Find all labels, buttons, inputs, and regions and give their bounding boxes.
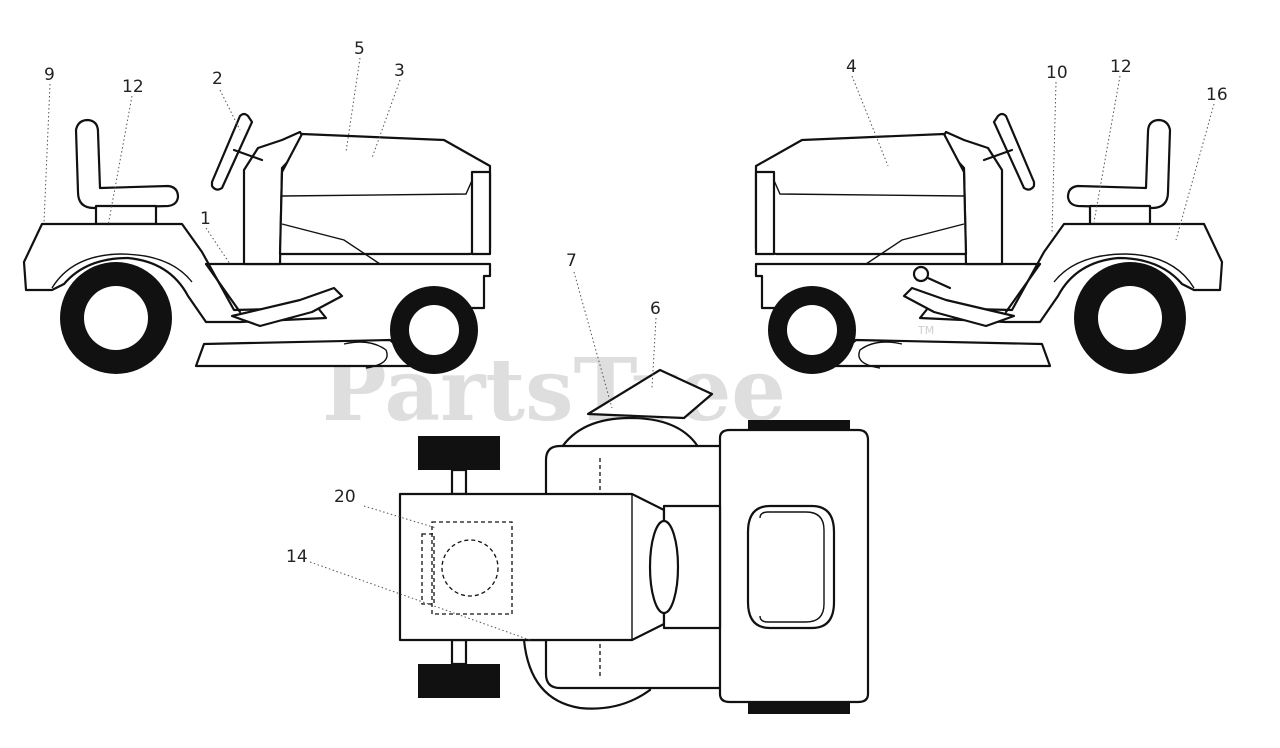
frame-rail <box>754 262 1042 310</box>
callouts: 9 12 2 5 3 1 4 10 12 16 7 6 20 14 <box>44 39 1228 567</box>
callout-14: 14 <box>286 547 308 567</box>
seat-back <box>74 118 180 210</box>
ignition-key-icon <box>912 265 930 283</box>
steering-wheel <box>992 112 1036 191</box>
seat-cushion-line <box>759 511 825 623</box>
callout-12: 12 <box>122 77 144 97</box>
decal-outline-20 <box>431 521 513 615</box>
front-wheel-top-upper <box>418 436 500 470</box>
front-hub <box>787 305 837 355</box>
callout-5: 5 <box>354 39 365 59</box>
rear-hub <box>84 286 148 350</box>
callout-16: 16 <box>1206 85 1228 105</box>
front-hub <box>409 305 459 355</box>
callout-20: 20 <box>334 487 356 507</box>
callout-2: 2 <box>212 69 223 89</box>
discharge-chute <box>586 368 714 420</box>
deck-top-upper <box>558 416 702 452</box>
rear-fender <box>22 222 328 324</box>
callout-7: 7 <box>566 251 577 271</box>
front-axle-upper <box>450 468 468 496</box>
tractor-right-side-view <box>754 112 1224 374</box>
callout-1: 1 <box>200 209 211 229</box>
front-grille <box>754 170 776 256</box>
footrest-pedal <box>902 286 1016 328</box>
steering-wheel <box>210 112 254 191</box>
decal-circle <box>441 539 499 597</box>
frame-diagonal <box>204 262 242 314</box>
front-wheel-top-lower <box>418 664 500 698</box>
hood-top <box>398 492 666 642</box>
deck-chute <box>858 341 903 369</box>
tractor-top-view <box>398 368 870 714</box>
mower-deck <box>194 338 412 368</box>
callout-4: 4 <box>846 57 857 77</box>
callout-3: 3 <box>394 61 405 81</box>
hood-lower-line <box>281 223 381 265</box>
fender-inner-line <box>1053 253 1195 289</box>
hood-lower-line <box>865 223 965 265</box>
footrest-pedal <box>230 286 344 328</box>
steering-shaft <box>232 148 264 162</box>
callout-10: 10 <box>1046 63 1068 83</box>
front-axle-lower <box>450 638 468 666</box>
ignition-key-shaft <box>926 276 952 290</box>
callout-12b: 12 <box>1110 57 1132 77</box>
steering-wheel-top <box>648 519 680 615</box>
front-grille <box>470 170 492 256</box>
watermark-trademark: TM <box>917 324 934 337</box>
steering-shaft <box>982 148 1014 162</box>
tractor-left-side-view <box>22 112 492 374</box>
seat-post <box>94 204 158 226</box>
seat-post <box>1088 204 1152 226</box>
rear-hub <box>1098 286 1162 350</box>
deck-chute <box>343 341 388 369</box>
rear-fender <box>918 222 1224 324</box>
seat-top <box>746 504 836 630</box>
frame-rail <box>204 262 492 310</box>
fender-inner-line <box>51 253 193 289</box>
callout-6: 6 <box>650 299 661 319</box>
rear-wheel-top-lower <box>748 700 850 714</box>
mower-deck <box>834 338 1052 368</box>
frame-diagonal <box>1004 262 1042 314</box>
callout-9: 9 <box>44 65 55 85</box>
seat-back <box>1066 118 1172 210</box>
leader-lines <box>43 57 1215 641</box>
